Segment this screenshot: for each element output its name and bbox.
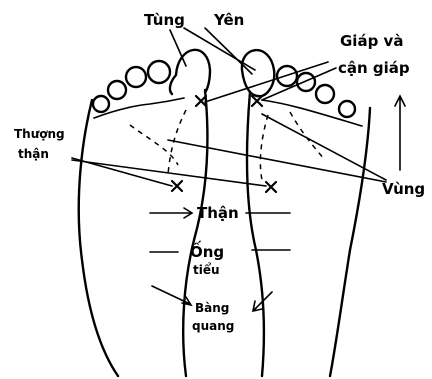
leader-yen — [205, 28, 252, 74]
right-big-toe — [242, 50, 274, 96]
label-vung: Vùng — [382, 180, 425, 198]
than-line-left — [150, 208, 192, 218]
label-ong-line1: Ống — [190, 240, 224, 261]
leader-vung-arrow — [395, 96, 405, 170]
right-foot-outline — [247, 92, 370, 376]
left-toe-5 — [93, 96, 109, 112]
label-yen: Yên — [213, 11, 244, 29]
label-thuong-than-line1: Thượng — [14, 127, 65, 141]
label-giap-line2: cận giáp — [338, 59, 410, 77]
left-toe-4 — [108, 81, 126, 99]
x-marker-left-adrenal — [172, 181, 182, 191]
x-marker-left-upper — [196, 96, 206, 106]
left-big-toe — [170, 50, 210, 94]
label-than: Thận — [197, 204, 239, 222]
right-toe-4 — [316, 85, 334, 103]
label-giap-line1: Giáp và — [340, 32, 403, 50]
label-bang-line1: Bàng — [195, 301, 229, 315]
leader-giap-left — [205, 62, 328, 102]
label-tung: Tùng — [144, 11, 185, 29]
right-toe-5 — [339, 101, 355, 117]
x-marker-right-upper — [252, 96, 262, 106]
right-toe-3 — [297, 73, 315, 91]
leader-thuong-than-2 — [72, 160, 266, 186]
left-toe-2 — [148, 61, 170, 83]
right-dashed-contour — [260, 112, 325, 180]
leader-tung — [170, 30, 186, 66]
label-bang-line2: quang — [192, 319, 234, 333]
leader-vung-2 — [168, 140, 386, 182]
label-ong-line2: tiểu — [193, 262, 220, 277]
x-marker-right-adrenal — [266, 182, 276, 192]
left-toe-3 — [126, 67, 146, 87]
label-thuong-than-line2: thận — [18, 147, 49, 161]
left-foot-outline — [79, 90, 208, 376]
